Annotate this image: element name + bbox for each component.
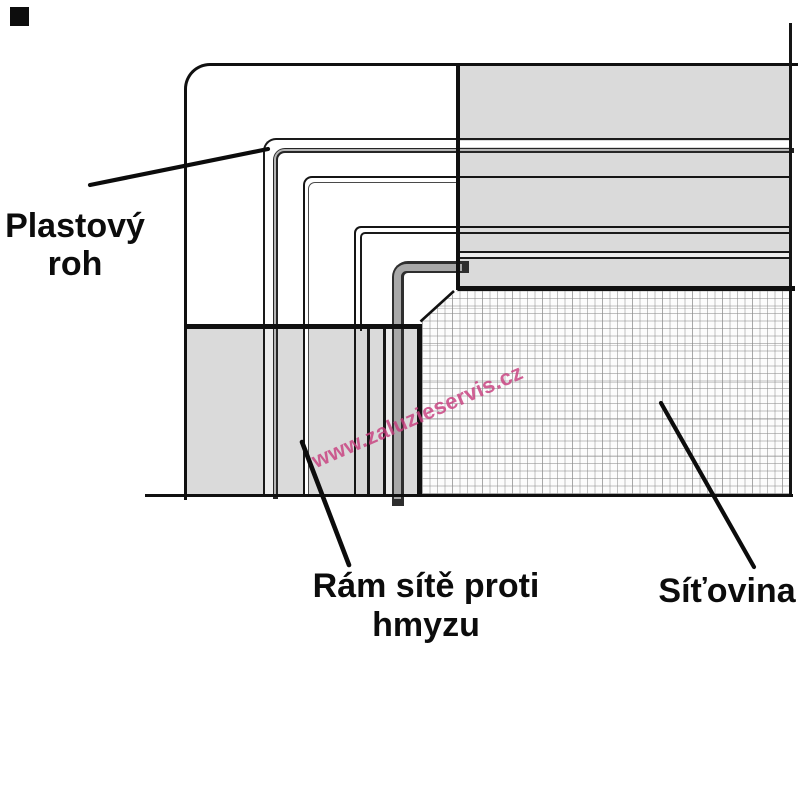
- left-profile-right-edge: [416, 323, 422, 497]
- profile-line-b-fill: [273, 148, 789, 494]
- left-profile-strip-4: [385, 328, 392, 494]
- left-profile-line-1: [367, 328, 370, 494]
- left-profile-strip-1: [264, 328, 273, 494]
- label-ram-site: Rám sítě proti hmyzu: [312, 567, 540, 644]
- frame-outline: [183, 62, 798, 500]
- right-edge-cut-line: [789, 23, 792, 497]
- mesh-area: [421, 291, 789, 494]
- left-profile-strip-2: [305, 328, 308, 494]
- thick-profile-line-fill: [394, 263, 462, 499]
- top-profile-groove-strip: [459, 253, 789, 257]
- mesh-chamfer-line: [419, 290, 455, 323]
- profile-line-a: [262, 138, 791, 496]
- pointer-ram-site: [299, 439, 352, 568]
- profile-line-d2: [359, 232, 791, 331]
- top-profile-bottom-edge: [455, 286, 795, 291]
- label-sitovina: Síťovina: [658, 572, 796, 610]
- profile-line-d1: [353, 226, 791, 496]
- profile-line-c2: [307, 182, 458, 495]
- profile-line-c1: [302, 176, 791, 496]
- label-plastovy-roh-line2: roh: [47, 245, 103, 283]
- label-plastovy-roh-line1: Plastový: [5, 207, 145, 245]
- left-profile-strip-3: [356, 328, 367, 494]
- top-profile-groove-line-2: [459, 256, 789, 259]
- corner-marker: [10, 7, 29, 26]
- top-profile-groove-line-1: [459, 250, 789, 253]
- pointer-sitovina: [658, 400, 757, 570]
- left-profile-top-edge: [183, 323, 422, 329]
- label-plastovy-roh: Plastový roh: [0, 207, 150, 283]
- left-profile-line-2: [383, 328, 386, 494]
- frame-vertical-cut-line: [455, 62, 460, 291]
- left-profile-body: [186, 328, 417, 494]
- pointer-plastovy-roh: [87, 146, 271, 188]
- top-profile-white-strip: [459, 140, 789, 147]
- baseline-edge: [145, 493, 793, 497]
